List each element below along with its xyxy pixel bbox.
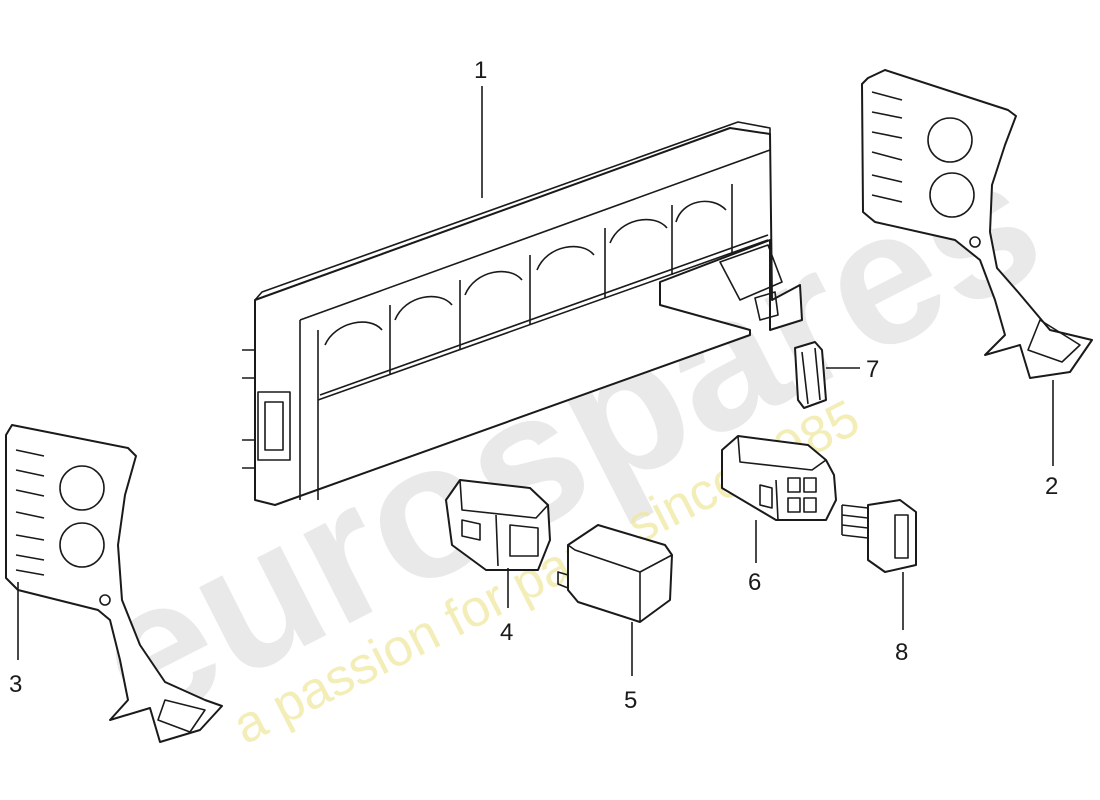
part-2-right-bracket [861, 69, 1093, 379]
callout-2: 2 [1045, 473, 1058, 500]
callouts: 1 2 3 4 5 6 7 8 [9, 57, 1058, 714]
callout-1: 1 [474, 57, 487, 84]
callout-7: 7 [866, 356, 879, 383]
part-6-connector [721, 435, 837, 521]
callout-6: 6 [748, 569, 761, 596]
part-3-left-bracket [5, 424, 223, 743]
part-7-fuse [794, 341, 827, 409]
callout-3: 3 [9, 671, 22, 698]
part-8-terminal [841, 499, 917, 573]
callout-8: 8 [895, 639, 908, 666]
callout-5: 5 [624, 687, 637, 714]
callout-4: 4 [500, 619, 513, 646]
part-4-relay-socket [445, 479, 551, 571]
part-1-relay-carrier [242, 121, 803, 506]
leader-lines [17, 86, 1054, 676]
part-5-relay [557, 524, 673, 623]
